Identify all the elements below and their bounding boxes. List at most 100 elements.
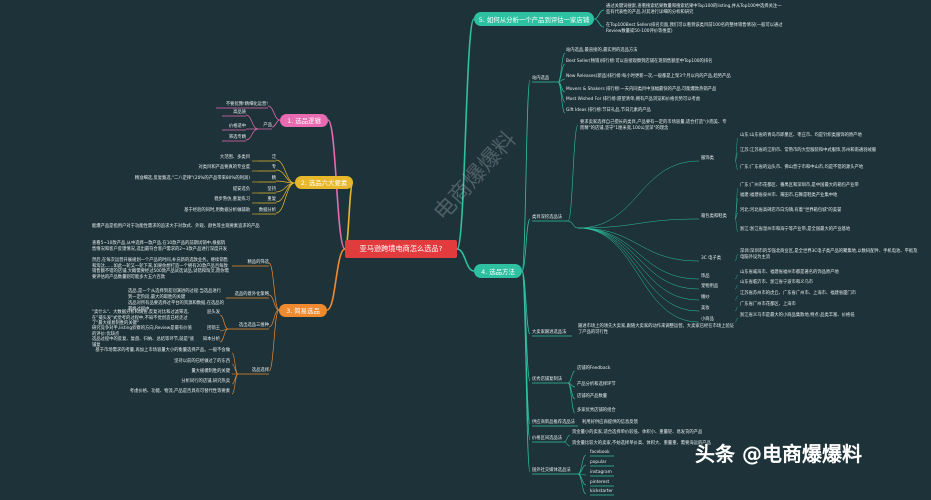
method-label: 类目深挖选品法 (532, 215, 563, 220)
region-item: 广东:广州市花都区、番禺区和深圳市,是中国最大的箱包产业带 (740, 183, 859, 188)
element-desc: 稳步熟仿,重复练习 (214, 197, 250, 202)
connector-line (521, 270, 531, 382)
method-item: Best Seller(畅销)排行榜:可以直接观察到店铺在现销售额里中Top10… (566, 59, 713, 64)
connector-line (267, 105, 281, 121)
product-trait: 筛选专精 (228, 135, 246, 140)
connector-line (593, 18, 605, 28)
connector-line (268, 262, 280, 311)
connector-line (567, 382, 576, 414)
region-label: 小商品 (701, 317, 714, 322)
analysis-step: 通过关键词搜索,查看搜索结果数量和搜索结果中Top100的listing,并从T… (606, 4, 782, 15)
region-item: 福建:福建省泉州市、莆田市,石狮是鞋类产业集中地 (740, 193, 838, 198)
branch-2-pill[interactable]: 2. 选品六大要素 (295, 176, 353, 189)
method-item: 资金量比较大的卖家,不妨选择单价高、体积大、重量重、需要海运的产品 (572, 441, 711, 446)
connector-line (567, 124, 579, 222)
region-item: 山东:山东省的青岛市即墨区、枣庄市、均是针织类服饰的原产地 (740, 133, 862, 138)
method-item: 多家优秀店铺的组合 (577, 408, 616, 413)
group-item-tag: 知本分析 (202, 337, 220, 342)
region-item: 广东:广东省的汕头市、佛山普宁市和中山市,均是不错的源头产地 (740, 165, 864, 170)
connector-line (734, 317, 739, 323)
connector-line (734, 160, 739, 171)
connector-line (734, 152, 739, 162)
connector-line (734, 197, 739, 220)
method-item: 资金量小的卖家,适合选择单价较低、体积小、重量轻、易发货的产品 (572, 430, 703, 435)
select-item: 基于市场需求的考量,再加上市场容量大小的衡量选择产品。一般不会做 (95, 348, 230, 353)
method-label: 优秀店铺复制法 (532, 377, 563, 382)
connector-line (557, 63, 566, 83)
element-desc: 提安选负 (232, 187, 250, 192)
region-item: 山东省威海市、福建省福州市都是著名的饰品原产地 (740, 270, 839, 275)
method-text: 跟进市场上的领先大卖家,跟随大卖家的动作来调整运营。大卖家已经在市场上验证了产品… (578, 324, 735, 335)
element-desc: 精准细选,反复甄选,"二八定律"(20%的产品带来80%的利润) (134, 176, 250, 181)
connector-line (577, 227, 700, 301)
connector-line (734, 212, 739, 220)
connector-line (268, 309, 280, 372)
branch-1-pill[interactable]: 1. 选品逻辑 (280, 114, 328, 127)
logic-note: 不要犹豫!精细化运营! (225, 102, 268, 107)
connector-line (734, 284, 739, 290)
social-platform: facebook (590, 450, 610, 455)
region-item: 深圳:深圳市的华强北商业区,是全世界3C电子类产品的聚集地,以数码配件、手机电池… (740, 249, 918, 260)
connector-line (577, 160, 700, 229)
connector-line (577, 464, 587, 475)
social-platform: instagram (590, 470, 612, 475)
connector-line (268, 294, 280, 311)
branch-4-pill[interactable]: 4. 选品方法 (474, 264, 522, 278)
region-label: 箱包类和鞋类 (701, 214, 727, 219)
method-label: 站内选品 (532, 76, 550, 81)
group-text-more: 选品对所有品要选择过平台的资源和数据,在选品的最终过程中, (128, 301, 224, 312)
region-label: 饰品 (701, 274, 710, 279)
method-item: 店铺的Feedback (577, 366, 611, 371)
element-tag: 数据分析 (258, 208, 276, 213)
element-tag: 泛 (271, 155, 276, 160)
social-platform: popular (590, 460, 607, 465)
connector-line (521, 270, 531, 335)
connector-line (521, 218, 531, 272)
connector-line (271, 119, 281, 128)
method-item: Most Wished For 排行榜:愿望清单,拥有产品浏览和价格优势可以考虑 (566, 97, 701, 102)
method-label: 大卖家跟进选品法 (532, 330, 567, 335)
connector-line (219, 328, 229, 343)
connector-line (557, 81, 566, 114)
select-item: 考虑价格、功能、物流,产品是否具有可替代性等要素 (129, 389, 230, 394)
connector-line (326, 248, 346, 311)
element-tag: 重复 (267, 197, 276, 202)
social-platform: pinterest (590, 480, 610, 485)
group-item-text: "卖什么"、大数据分析和调查,反复对比和过滤筛选,在"捕头发"式觉考的过程中,不… (92, 310, 189, 327)
connector-line (245, 128, 259, 141)
product-label: 产品 (263, 123, 272, 128)
social-platform: kickstarter (590, 489, 613, 494)
group-item-text: 选品过程中的反复、复盘、归纳、总结等环节,就是"底铺复 (92, 337, 195, 348)
connector-line (734, 295, 739, 301)
method-item: New Releases(新品)排行榜:每小时更新一次,一般都是上架3个月以内的… (566, 74, 731, 79)
product-trait: 价格适中 (228, 124, 246, 129)
connector-line (268, 309, 280, 328)
connector-line (577, 227, 700, 290)
method-head: 要求卖家选择自己擅长的类目,产品要有一定的市场容量,适合打造"小而美、专而精"的… (580, 120, 727, 131)
connector-line (231, 373, 239, 395)
group-text-more: 然后,在每次运营开展规划一个产品的时间,补充新的选款业务。继续销售和淘汰……如此… (92, 258, 229, 280)
select-item: 坚持以前的已经做过了的东西 (174, 359, 230, 364)
group-item-tag: 团销王 (207, 326, 220, 331)
central-topic[interactable]: 亚马逊跨境电商怎么选品? (345, 240, 457, 258)
method-item: 店铺的产品数量 (577, 394, 608, 399)
region-item: 浙江:浙江省温州市和海宁等产业带,是全国最大的产业基地 (740, 227, 851, 232)
method-label: 国外社交媒体选品法 (532, 468, 571, 473)
connector-line (275, 159, 296, 184)
region-label: 婚纱 (701, 295, 710, 300)
connector-line (734, 306, 739, 312)
connector-line (275, 182, 296, 214)
connector-line (734, 253, 739, 262)
footer-credit: 头条 @电商爆爆料 (695, 442, 862, 466)
branch-5-pill[interactable]: 5. 如何从分析一个产品到评估一家店铺 (474, 12, 594, 26)
method-item: Gift Ideas 排行榜:节日礼品,节日元素的产品 (566, 108, 651, 113)
connector-line (456, 248, 475, 272)
connector-line (577, 227, 700, 262)
connector-line (577, 454, 587, 475)
region-item: 浙江省义乌市是最大的小商品集散地,特点:品类丰富、价格低 (740, 313, 855, 318)
method-item: 站内选品,最直接的,最实用的选品方法 (566, 48, 638, 53)
region-label: 美妆 (701, 306, 710, 311)
branch-3-pill[interactable]: 3. 简易选品 (279, 304, 327, 317)
connector-line (577, 227, 700, 312)
